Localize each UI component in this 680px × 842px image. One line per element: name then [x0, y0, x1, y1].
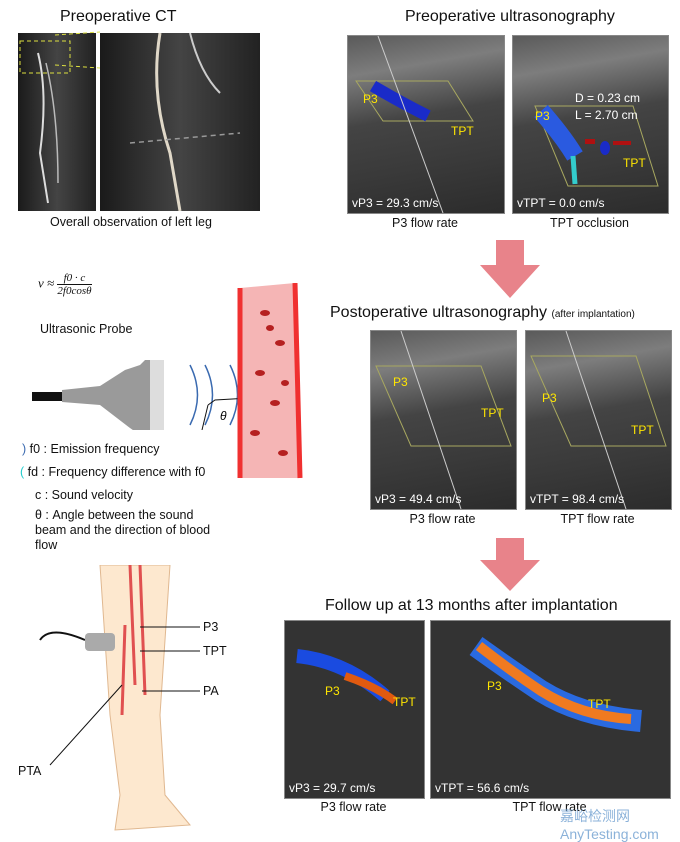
- caption: TPT flow rate: [560, 512, 635, 526]
- label-p3: P3: [203, 620, 219, 634]
- ct-caption: Overall observation of left leg: [50, 215, 212, 229]
- label-tpt: TPT: [631, 423, 654, 437]
- label-pa: PA: [203, 684, 219, 698]
- label-tpt: TPT: [203, 644, 227, 658]
- velocity-readout: vP3 = 49.4 cm/s: [375, 492, 462, 506]
- legend-text: fd : Frequency difference with f0: [27, 465, 206, 479]
- length-readout: L = 2.70 cm: [575, 108, 638, 122]
- caption: TPT occlusion: [550, 216, 629, 230]
- probe-label: Ultrasonic Probe: [40, 322, 133, 336]
- ct-title: Preoperative CT: [60, 8, 177, 25]
- label-p3: P3: [542, 391, 557, 405]
- post-us-title-text: Postoperative ultrasonography: [330, 304, 548, 321]
- caption: TPT flow rate: [512, 800, 587, 814]
- blood-vessel-illustration: [237, 283, 303, 479]
- post-us-subtitle: (after implantation): [551, 309, 635, 320]
- label-p3: P3: [393, 375, 408, 389]
- ultrasonic-probe-illustration: θ: [32, 360, 260, 430]
- legend-emission: ) f0 : Emission frequency: [22, 442, 160, 456]
- label-p3: P3: [363, 92, 378, 106]
- ct-overall-image: [18, 33, 96, 211]
- label-p3: P3: [487, 679, 502, 693]
- label-p3: P3: [325, 684, 340, 698]
- caption: P3 flow rate: [409, 512, 476, 526]
- label-tpt: TPT: [451, 124, 474, 138]
- theta-symbol: θ: [220, 409, 227, 423]
- formula-lhs: v ≈: [38, 275, 55, 291]
- pre-us-title: Preoperative ultrasonography: [405, 8, 615, 25]
- post-us-tpt-image: P3 TPT vTPT = 98.4 cm/s: [525, 330, 672, 510]
- velocity-readout: vTPT = 56.6 cm/s: [435, 781, 530, 795]
- caption: P3 flow rate: [320, 800, 387, 814]
- follow-up-tpt-image: P3 TPT vTPT = 56.6 cm/s: [430, 620, 671, 799]
- label-tpt: TPT: [588, 697, 611, 711]
- diameter-readout: D = 0.23 cm: [575, 91, 641, 105]
- label-pta: PTA: [18, 764, 42, 778]
- velocity-readout: vTPT = 0.0 cm/s: [517, 196, 605, 210]
- velocity-readout: vP3 = 29.7 cm/s: [289, 781, 376, 795]
- down-arrow: [480, 538, 540, 591]
- caption: P3 flow rate: [391, 216, 458, 230]
- ct-zoom-image: [100, 33, 260, 211]
- legend-difference: ( fd : Frequency difference with f0: [20, 465, 206, 479]
- velocity-readout: vTPT = 98.4 cm/s: [530, 492, 625, 506]
- velocity-readout: vP3 = 29.3 cm/s: [352, 196, 439, 210]
- leg-anatomy-illustration: [39, 565, 200, 831]
- label-tpt: TPT: [623, 156, 646, 170]
- label-tpt: TPT: [393, 695, 416, 709]
- watermark: 嘉峪检测网 AnyTesting.com: [560, 808, 659, 842]
- follow-up-title: Follow up at 13 months after implantatio…: [325, 597, 618, 614]
- formula-numerator: f0 · c: [57, 272, 92, 285]
- label-tpt: TPT: [481, 406, 504, 420]
- legend-angle: θ : Angle between the sound beam and the…: [35, 508, 211, 552]
- legend-velocity: c : Sound velocity: [35, 488, 133, 502]
- follow-up-p3-image: P3 TPT vP3 = 29.7 cm/s: [284, 620, 425, 799]
- legend-text: f0 : Emission frequency: [29, 442, 160, 456]
- post-us-p3-image: P3 TPT vP3 = 49.4 cm/s: [370, 330, 517, 510]
- label-p3: P3: [535, 109, 550, 123]
- zoom-connector-lines: [55, 31, 101, 69]
- formula-denominator: 2f0cosθ: [57, 285, 92, 297]
- pre-us-p3-image: P3 TPT vP3 = 29.3 cm/s: [347, 35, 505, 214]
- post-us-title: Postoperative ultrasonography (after imp…: [330, 304, 635, 322]
- pre-us-tpt-image: D = 0.23 cm L = 2.70 cm P3 TPT vTPT = 0.…: [512, 35, 669, 214]
- formula: v ≈ f0 · c 2f0cosθ: [38, 272, 92, 297]
- down-arrow: [480, 240, 540, 298]
